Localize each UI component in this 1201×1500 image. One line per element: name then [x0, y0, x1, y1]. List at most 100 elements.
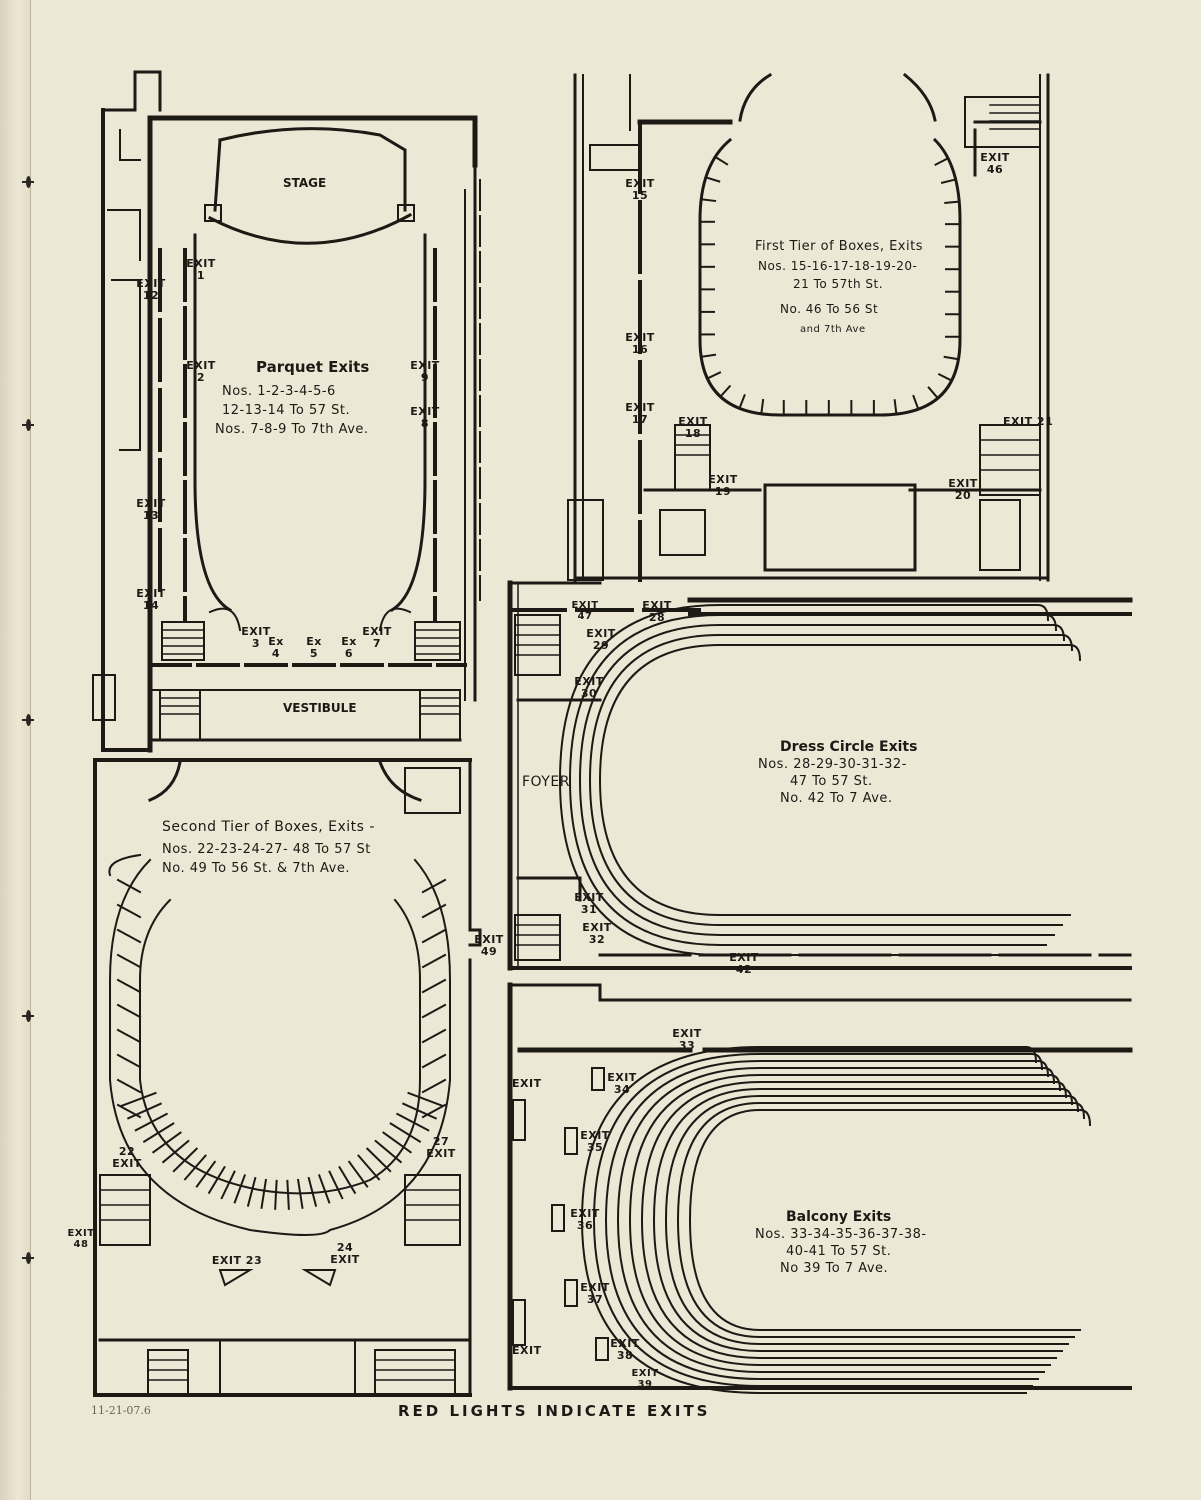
exit-22-label: 22 EXIT — [112, 1145, 142, 1171]
box-partition — [934, 156, 950, 166]
tier-outline — [109, 858, 451, 1236]
exit-46-label: EXIT 46 — [980, 151, 1010, 177]
exit-6-label: Ex 6 — [341, 635, 357, 661]
box-partition — [286, 1179, 290, 1210]
row-end — [1066, 1094, 1080, 1113]
box-partition — [700, 353, 717, 359]
stitch-mark — [22, 419, 34, 431]
exit-36-label: EXIT 36 — [570, 1207, 600, 1233]
exit-19-label: EXIT 19 — [708, 473, 738, 499]
box-partition — [940, 178, 957, 184]
balcony-row — [664, 1095, 1069, 1345]
dress-circle-line: No. 42 To 7 Ave. — [780, 791, 893, 806]
exit-3-label: EXIT 3 — [241, 625, 271, 651]
first-tier-line: and 7th Ave — [800, 324, 866, 335]
box-partition — [421, 878, 447, 894]
exit-29-label: EXIT 29 — [586, 627, 616, 653]
foyer-label: FOYER — [522, 774, 570, 790]
balcony-title: Balcony Exits — [786, 1209, 892, 1225]
second-tier-title: Second Tier of Boxes, Exits - — [162, 819, 375, 835]
exit-13-label: EXIT 13 — [136, 497, 166, 523]
box-partition — [421, 1028, 447, 1044]
box-partition — [713, 155, 729, 166]
box-partition — [421, 978, 447, 994]
box-partition — [116, 953, 142, 969]
box-partition — [328, 1170, 344, 1200]
exit-34-label: EXIT 34 — [607, 1071, 637, 1097]
exit-23-label: EXIT 23 — [211, 1254, 263, 1267]
box-partition — [912, 394, 920, 411]
stage-label: STAGE — [283, 176, 327, 190]
box-partition — [260, 1178, 268, 1209]
box-partition — [233, 1174, 247, 1204]
box-partition — [116, 1078, 142, 1094]
first-tier-line: No. 46 To 56 St — [780, 302, 879, 316]
box-partition — [395, 1112, 430, 1132]
parquet-line: Nos. 7-8-9 To 7th Ave. — [215, 422, 369, 437]
balcony-line: No 39 To 7 Ave. — [780, 1261, 889, 1276]
exit-48-label: EXIT 48 — [67, 1228, 95, 1250]
box-partition — [382, 1131, 413, 1154]
handwritten-note: 11-21-07.6 — [91, 1404, 151, 1417]
exit-31-label: EXIT 31 — [574, 891, 604, 917]
dress-circle-title: Dress Circle Exits — [780, 739, 918, 755]
binding-edge — [0, 0, 31, 1500]
dress-circle-row — [588, 634, 1063, 926]
box-partition — [116, 1103, 142, 1119]
caption: RED LIGHTS INDICATE EXITS — [398, 1402, 711, 1420]
box-partition — [421, 953, 447, 969]
row-end — [1024, 1045, 1038, 1064]
exit-5-label: Ex 5 — [306, 635, 322, 661]
balcony-row — [652, 1088, 1063, 1352]
row-end — [1042, 1066, 1056, 1085]
dress-circle-row — [598, 644, 1071, 916]
box-partition — [120, 1091, 157, 1108]
box-partition — [116, 878, 142, 894]
box-partition — [116, 1053, 142, 1069]
exit-17-label: EXIT 17 — [625, 401, 655, 427]
stitch-mark — [22, 1010, 34, 1022]
row-end — [1036, 1059, 1050, 1078]
box-partition — [317, 1174, 331, 1204]
exit-32-label: EXIT 32 — [582, 921, 612, 947]
exit-balcony-top-label: EXIT — [512, 1077, 542, 1090]
first-tier-plan — [567, 72, 1050, 582]
exit-49-label: EXIT 49 — [474, 933, 504, 959]
parquet-line: Nos. 1-2-3-4-5-6 — [222, 384, 336, 399]
first-tier-line: Nos. 15-16-17-18-19-20- — [758, 259, 918, 273]
balcony-row — [628, 1074, 1051, 1366]
exit-18-label: EXIT 18 — [678, 415, 708, 441]
box-partition — [421, 928, 447, 944]
first-tier-line: 21 To 57th St. — [793, 277, 884, 291]
balcony-row — [676, 1102, 1075, 1338]
row-end — [1030, 1052, 1044, 1071]
exit-47-label: EXIT 47 — [571, 600, 599, 622]
box-partition — [760, 398, 765, 415]
row-end — [1036, 603, 1050, 622]
box-partition — [704, 176, 721, 183]
exit-20-label: EXIT 20 — [948, 477, 978, 503]
box-partition — [719, 384, 732, 399]
second-tier-line: No. 49 To 56 St. & 7th Ave. — [162, 861, 350, 876]
exit-30-label: EXIT 30 — [574, 675, 604, 701]
stitch-mark — [22, 176, 34, 188]
box-partition — [116, 1028, 142, 1044]
balcony-row — [580, 1046, 1027, 1394]
box-partition — [151, 1131, 182, 1154]
balcony-line: 40-41 To 57 St. — [786, 1244, 892, 1259]
box-partition — [338, 1165, 357, 1195]
exit-15-label: EXIT 15 — [625, 177, 655, 203]
dress-circle-plan — [507, 580, 1133, 971]
box-partition — [246, 1176, 257, 1207]
exit-24-label: 24 EXIT — [330, 1241, 360, 1267]
balcony-row — [640, 1081, 1057, 1359]
parquet-title: Parquet Exits — [256, 358, 370, 376]
row-end — [1054, 1080, 1068, 1099]
exit-28-label: EXIT 28 — [642, 599, 672, 625]
box-partition — [927, 386, 940, 400]
box-partition — [937, 373, 954, 382]
box-partition — [738, 394, 746, 410]
parquet-line: 12-13-14 To 57 St. — [222, 403, 351, 418]
